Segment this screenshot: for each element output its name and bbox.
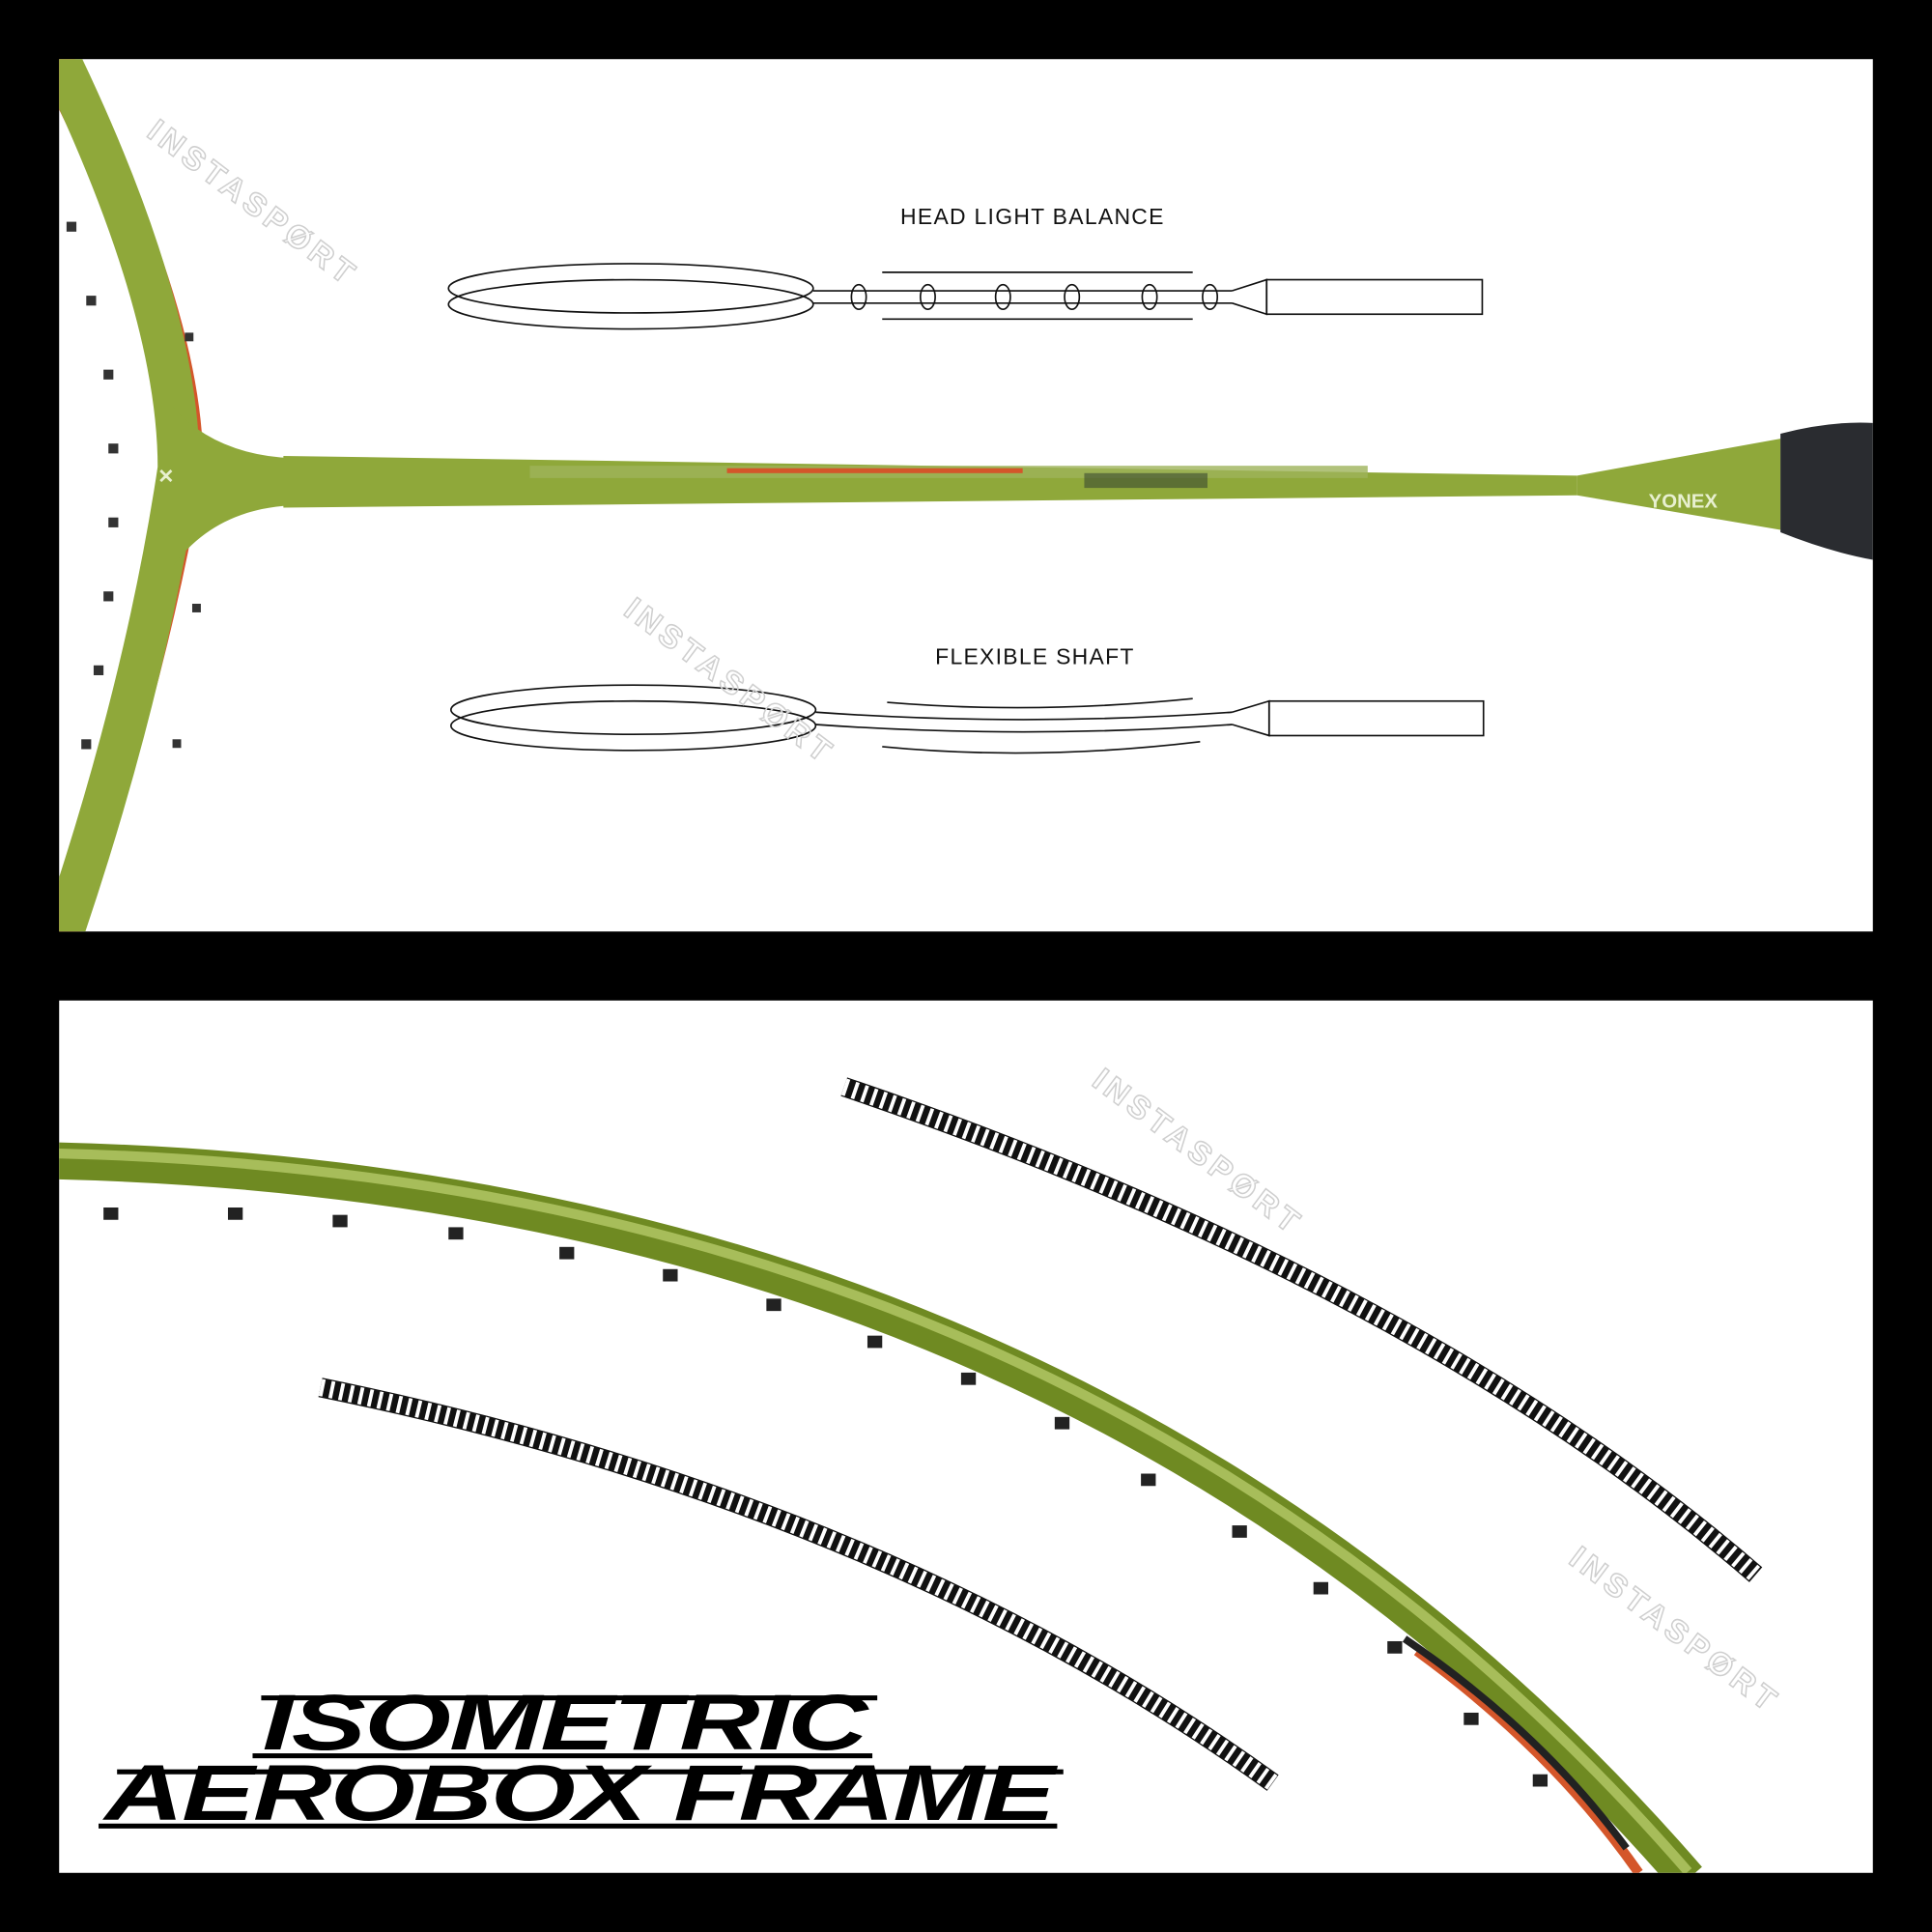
head-light-balance-diagram [447,263,1484,330]
hatch-stripe-upper [840,1077,1763,1582]
bottom-panel: INSTASPØRT INSTASPØRT ISOMETRIC AEROBOX … [59,1000,1873,1873]
head-light-balance-label: HEAD LIGHT BALANCE [900,204,1165,229]
grommets [66,221,201,750]
aerobox-frame-closeup [59,1142,1702,1873]
title-line-1: ISOMETRIC [263,1679,869,1767]
racket-side-view: ✕ YONEX [59,59,1873,932]
yonex-emblem-icon: ✕ [157,467,174,488]
flexible-shaft-diagram [450,684,1485,754]
flexible-shaft-label: FLEXIBLE SHAFT [935,644,1135,669]
feature-title: ISOMETRIC AEROBOX FRAME [99,1679,1064,1837]
top-panel: ✕ YONEX HEAD LIGHT BALANCE [59,59,1873,932]
title-line-2: AEROBOX FRAME [102,1749,1059,1837]
brand-logo: YONEX [1649,492,1719,513]
grommets [103,1208,1548,1787]
